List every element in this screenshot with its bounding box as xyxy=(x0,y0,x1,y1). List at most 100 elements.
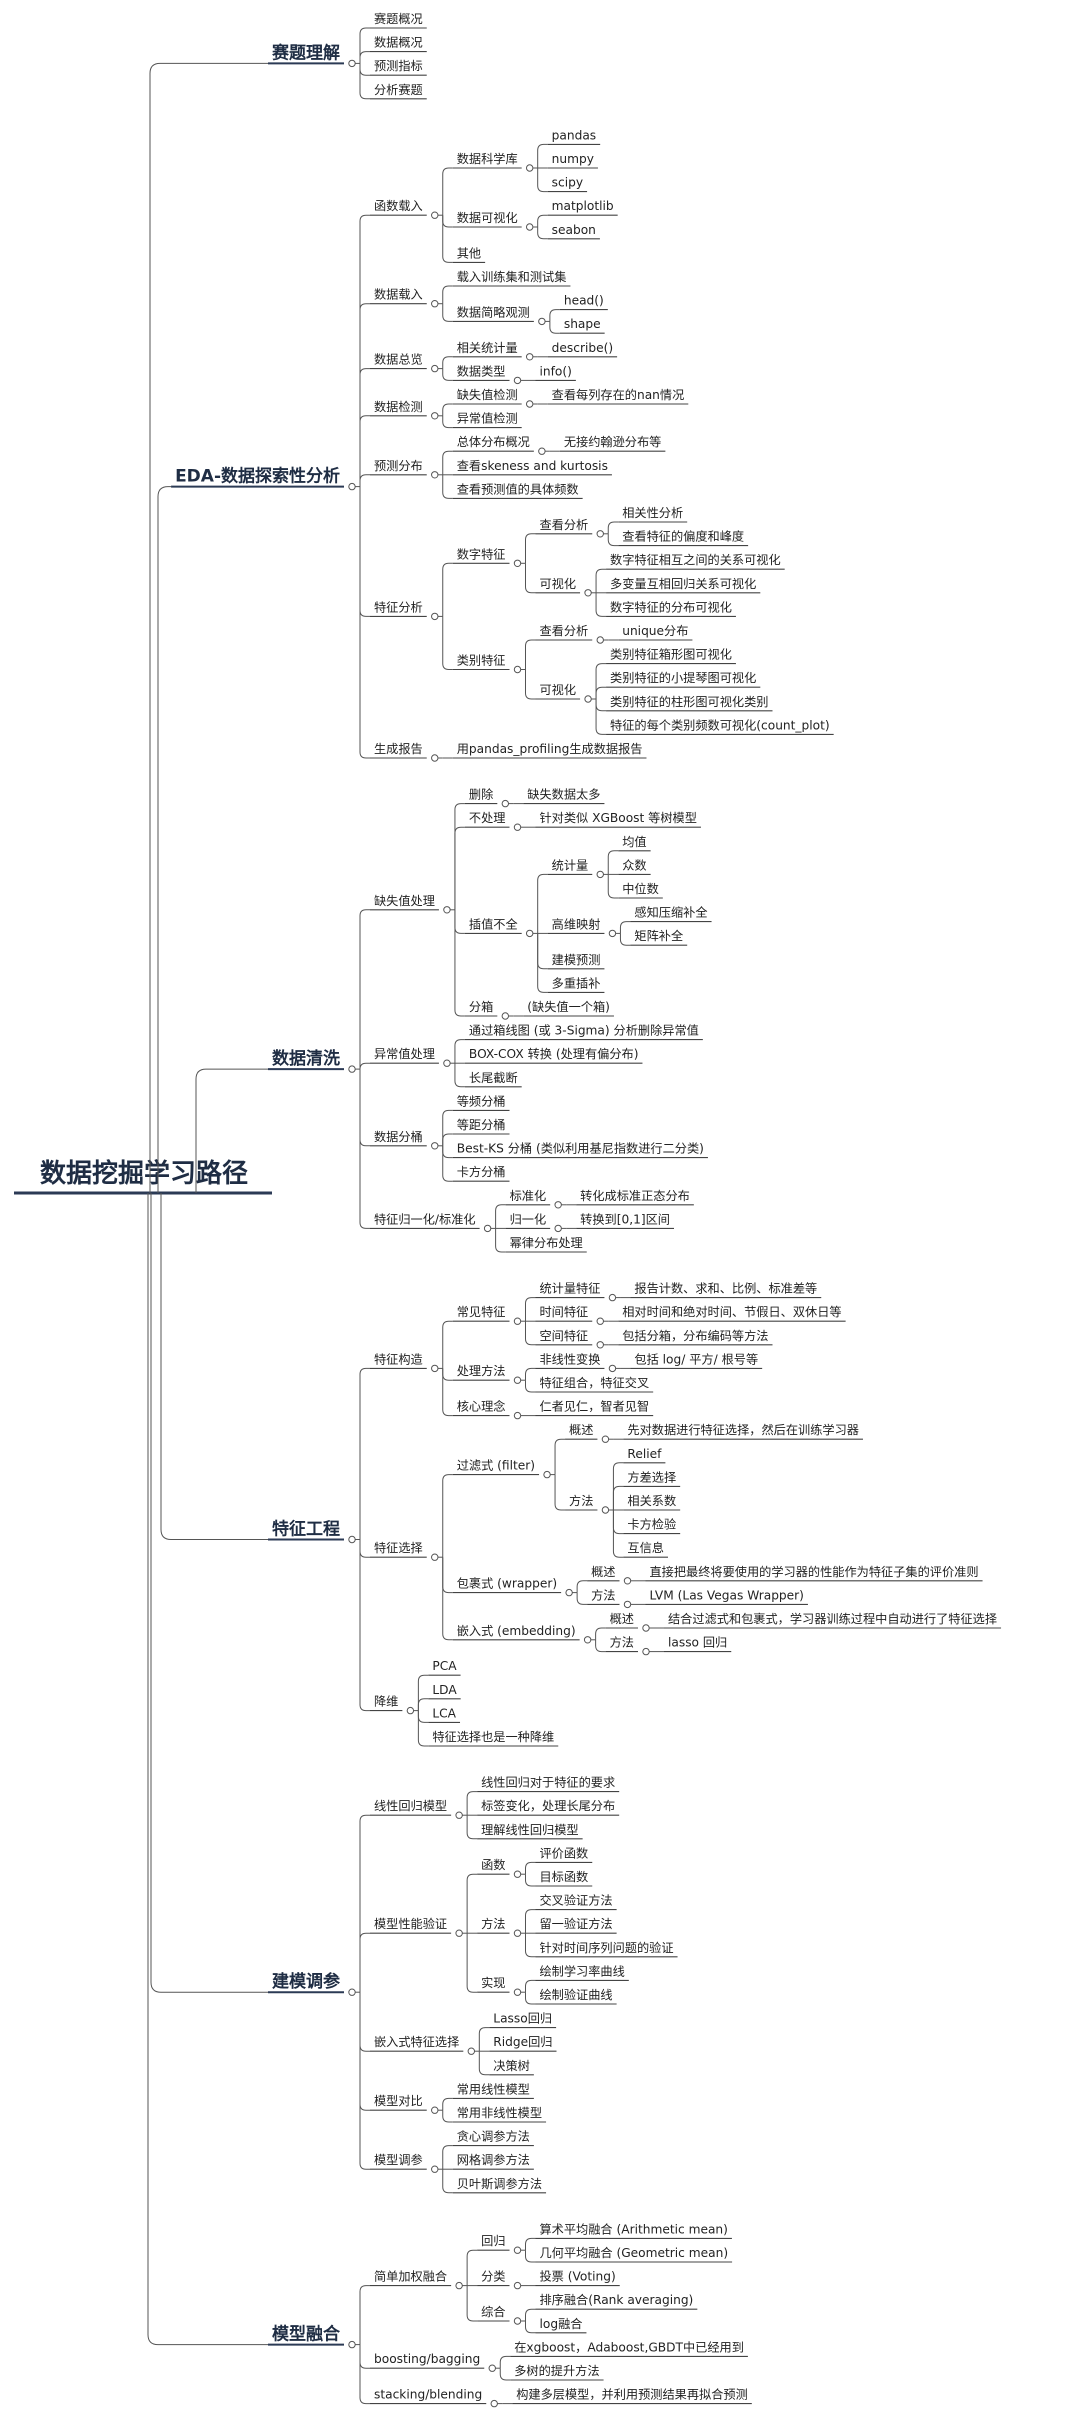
collapse-dot[interactable] xyxy=(596,636,604,644)
collapse-dot[interactable] xyxy=(642,1647,650,1656)
connector xyxy=(576,1580,588,1593)
collapse-dot[interactable] xyxy=(513,2281,522,2290)
collapse-dot[interactable] xyxy=(455,2281,463,2290)
node-label: shape xyxy=(564,317,601,331)
collapse-dot[interactable] xyxy=(513,1929,522,1937)
collapse-dot[interactable] xyxy=(455,1929,463,1937)
collapse-dot[interactable] xyxy=(525,400,534,408)
connector xyxy=(442,167,453,216)
collapse-dot[interactable] xyxy=(406,1706,415,1715)
node-label: LCA xyxy=(432,1706,456,1720)
collapse-dot[interactable] xyxy=(513,665,522,674)
collapse-dot[interactable] xyxy=(554,1224,562,1233)
collapse-dot[interactable] xyxy=(525,164,534,172)
collapse-dot[interactable] xyxy=(513,559,522,567)
collapse-dot[interactable] xyxy=(513,823,522,831)
collapse-dot[interactable] xyxy=(525,223,534,231)
connector xyxy=(537,168,548,193)
collapse-dot[interactable] xyxy=(348,59,356,68)
collapse-dot[interactable] xyxy=(490,2399,498,2408)
collapse-dot[interactable] xyxy=(554,1201,562,1209)
collapse-dot[interactable] xyxy=(431,1553,439,1561)
node-label: 实现 xyxy=(481,1975,505,1990)
collapse-dot[interactable] xyxy=(348,1988,356,1996)
collapse-dot[interactable] xyxy=(538,447,546,455)
connector xyxy=(359,2344,370,2369)
collapse-dot[interactable] xyxy=(513,376,522,385)
collapse-dot[interactable] xyxy=(538,317,546,326)
collapse-dot[interactable] xyxy=(431,364,439,373)
connector xyxy=(525,669,536,700)
collapse-dot[interactable] xyxy=(565,1588,573,1597)
connector xyxy=(359,486,370,759)
connector xyxy=(442,1109,453,1146)
collapse-dot[interactable] xyxy=(601,1506,610,1514)
node-label: 模型对比 xyxy=(374,2094,423,2108)
collapse-dot[interactable] xyxy=(642,1624,650,1632)
collapse-dot[interactable] xyxy=(443,1059,451,1067)
node-label: 可视化 xyxy=(539,682,576,697)
collapse-dot[interactable] xyxy=(513,1988,522,1996)
collapse-dot[interactable] xyxy=(601,1435,610,1443)
connector xyxy=(359,1069,370,1147)
collapse-dot[interactable] xyxy=(608,1293,617,1302)
collapse-dot[interactable] xyxy=(431,471,439,479)
connector xyxy=(359,63,370,100)
connector xyxy=(595,592,607,617)
collapse-dot[interactable] xyxy=(525,929,534,938)
collapse-dot[interactable] xyxy=(348,1535,356,1544)
collapse-dot[interactable] xyxy=(348,482,356,491)
node-label: 包括分箱，分布编码等方法 xyxy=(622,1328,768,1343)
node-label: 异常值处理 xyxy=(374,1046,435,1061)
collapse-dot[interactable] xyxy=(623,1600,632,1609)
collapse-dot[interactable] xyxy=(513,1317,522,1325)
node-label: 插值不全 xyxy=(469,916,518,931)
connector xyxy=(442,562,453,617)
collapse-dot[interactable] xyxy=(513,1870,522,1878)
collapse-dot[interactable] xyxy=(431,2165,439,2173)
collapse-dot[interactable] xyxy=(431,300,439,308)
collapse-dot[interactable] xyxy=(608,929,617,938)
node-label: 绘制学习率曲线 xyxy=(539,1963,624,1978)
collapse-dot[interactable] xyxy=(455,1811,463,1819)
collapse-dot[interactable] xyxy=(431,2106,439,2114)
collapse-dot[interactable] xyxy=(596,530,604,538)
node-label: describe() xyxy=(552,341,613,355)
collapse-dot[interactable] xyxy=(443,906,451,914)
collapse-dot[interactable] xyxy=(348,1065,356,1073)
connector xyxy=(442,2097,453,2111)
collapse-dot[interactable] xyxy=(543,1470,551,1479)
collapse-dot[interactable] xyxy=(525,353,534,361)
collapse-dot[interactable] xyxy=(348,2340,356,2349)
collapse-dot[interactable] xyxy=(483,1224,492,1233)
collapse-dot[interactable] xyxy=(513,2317,522,2325)
collapse-dot[interactable] xyxy=(467,2047,476,2055)
collapse-dot[interactable] xyxy=(513,1411,522,1420)
collapse-dot[interactable] xyxy=(584,695,592,703)
collapse-dot[interactable] xyxy=(623,1577,632,1585)
node-label: (缺失值一个箱) xyxy=(527,999,610,1014)
collapse-dot[interactable] xyxy=(584,589,592,597)
collapse-dot[interactable] xyxy=(431,211,439,219)
collapse-dot[interactable] xyxy=(431,1142,439,1150)
collapse-dot[interactable] xyxy=(431,612,439,621)
node-label: 决策树 xyxy=(493,2058,530,2073)
collapse-dot[interactable] xyxy=(596,1341,604,1349)
node-label: matplotlib xyxy=(552,199,614,213)
collapse-dot[interactable] xyxy=(608,1364,617,1373)
collapse-dot[interactable] xyxy=(596,1317,604,1325)
node-label: 用pandas_profiling生成数据报告 xyxy=(457,741,643,756)
collapse-dot[interactable] xyxy=(501,1012,510,1020)
collapse-dot[interactable] xyxy=(513,1376,522,1384)
node-label: 几何平均融合 (Geometric mean) xyxy=(539,2245,728,2260)
collapse-dot[interactable] xyxy=(501,799,510,808)
collapse-dot[interactable] xyxy=(596,870,604,879)
connector xyxy=(619,921,631,934)
collapse-dot[interactable] xyxy=(513,2246,522,2254)
collapse-dot[interactable] xyxy=(431,754,439,762)
collapse-dot[interactable] xyxy=(488,2364,496,2372)
collapse-dot[interactable] xyxy=(431,412,439,420)
collapse-dot[interactable] xyxy=(583,1636,592,1644)
connector xyxy=(612,1510,624,1558)
collapse-dot[interactable] xyxy=(431,1364,439,1373)
